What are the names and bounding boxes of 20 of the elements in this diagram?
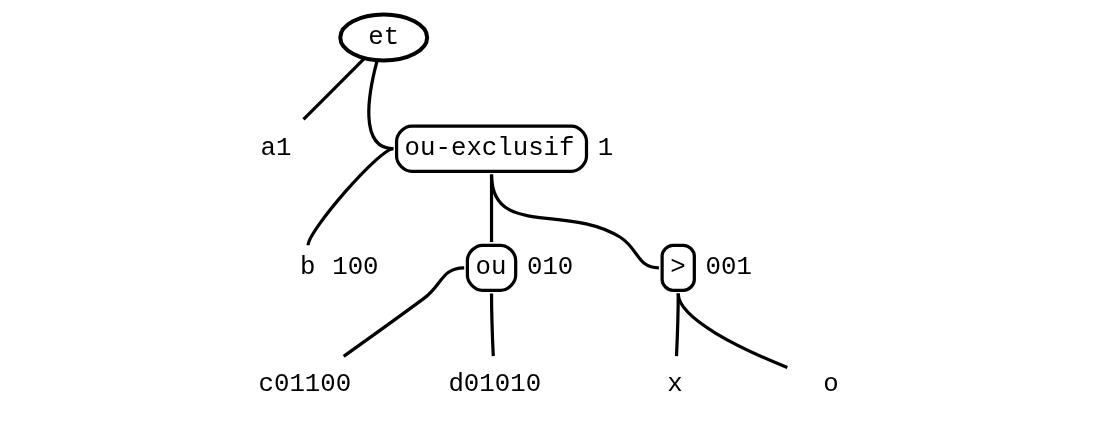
node-text: d01010: [447, 370, 541, 400]
node-text: a1: [259, 133, 291, 163]
connector: [342, 266, 464, 358]
node-text: x: [666, 370, 683, 400]
node-label: 1: [597, 133, 613, 163]
connector: [489, 174, 659, 270]
node-label: 100: [331, 252, 379, 282]
node-text: c01100: [258, 370, 351, 400]
connector: [676, 293, 788, 369]
connector: [489, 293, 495, 357]
node-text: b: [299, 252, 315, 282]
connector: [366, 59, 394, 151]
node-text: o: [822, 370, 839, 400]
node-ellipse: et: [337, 12, 429, 63]
connector: [306, 147, 394, 246]
connector: [301, 57, 366, 121]
node-box: >: [660, 243, 696, 292]
node-label: 001: [705, 252, 752, 282]
node-box: ou-exclusif: [394, 124, 588, 173]
node-label: 010: [526, 252, 573, 282]
